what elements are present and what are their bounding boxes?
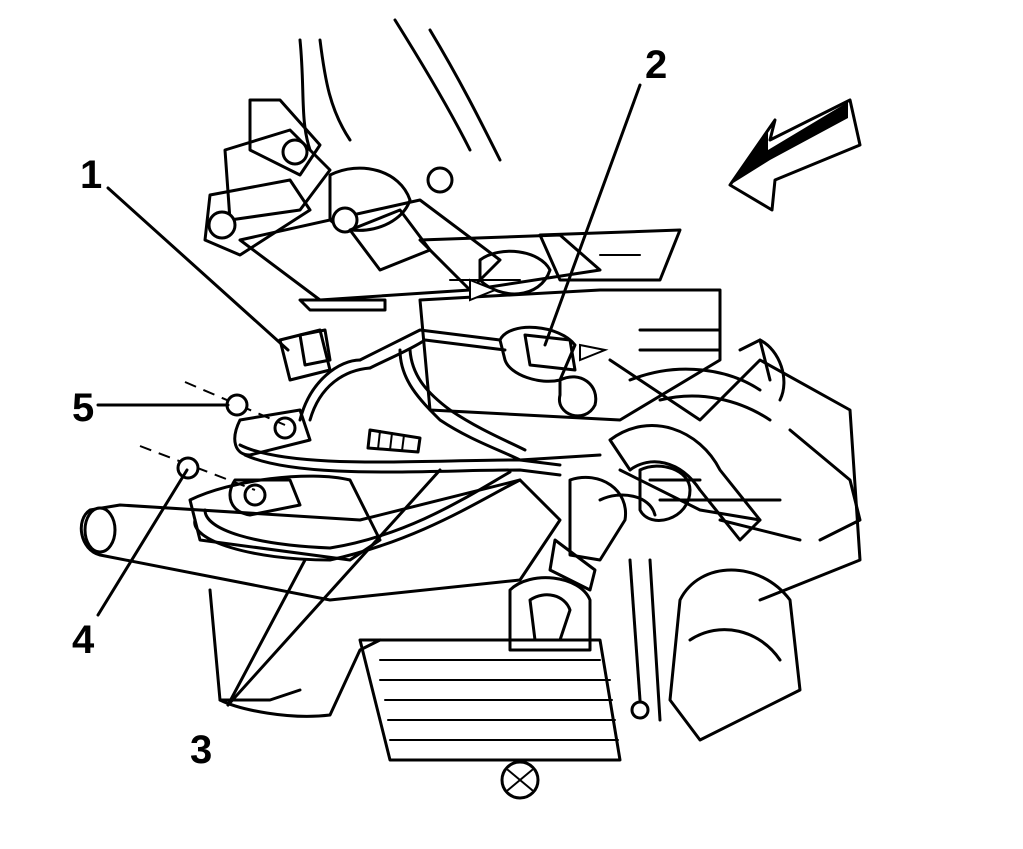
direction-arrow-icon — [728, 98, 862, 212]
leader-line-4 — [96, 468, 189, 617]
leader-line-3a — [226, 558, 307, 707]
leader-line-3b — [226, 468, 442, 707]
connector-2-icon — [498, 325, 577, 383]
harness-brackets — [139, 381, 422, 517]
leader-line-1 — [106, 186, 290, 352]
sensor-connectors — [278, 278, 609, 383]
nut-5-icon — [225, 393, 249, 417]
callout-1: 1 — [80, 153, 103, 197]
callout-2: 2 — [645, 43, 668, 87]
wiring-harness — [193, 328, 602, 562]
callout-5: 5 — [72, 386, 95, 430]
nut-4-icon — [176, 456, 200, 480]
callout-4: 4 — [72, 618, 95, 662]
callout-3: 3 — [190, 728, 213, 772]
lower-oil-pan — [79, 474, 802, 800]
upper-engine-bracket — [203, 18, 682, 302]
engine-body — [418, 288, 862, 602]
coolant-hoses — [548, 424, 802, 592]
leader-line-2 — [543, 83, 642, 347]
leader-lines — [96, 83, 642, 707]
connector-1-icon — [278, 328, 332, 382]
